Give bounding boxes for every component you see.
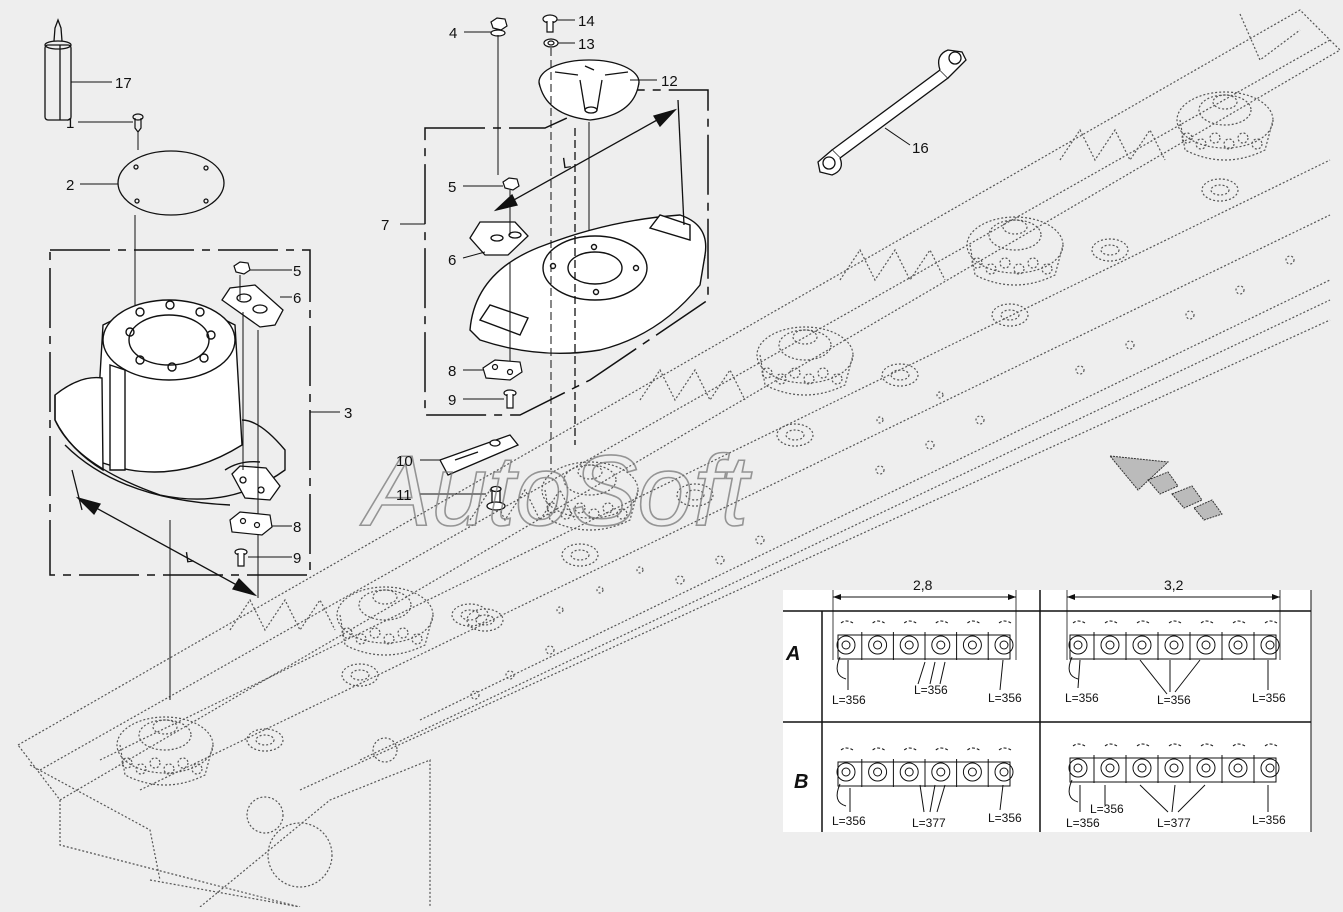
group-bracket-3 <box>49 249 311 576</box>
len-a32-mid: L=356 <box>1157 693 1191 707</box>
guard-6-mid <box>469 221 529 256</box>
callout-9-left: 9 <box>293 550 301 567</box>
callout-4: 4 <box>449 25 457 42</box>
dim-mark-right: L <box>561 154 572 172</box>
cutter-bar-assembly <box>17 9 1341 908</box>
width-3-2: 3,2 <box>1164 577 1184 593</box>
bolt-9-mid <box>503 389 517 409</box>
len-b32-left2: L=356 <box>1090 802 1124 816</box>
disc-layout <box>1068 620 1280 680</box>
callout-11: 11 <box>396 487 412 504</box>
callout-labels: 17 1 2 3 5 6 8 9 4 14 13 12 7 5 6 8 9 10… <box>66 13 929 567</box>
len-b28-right: L=356 <box>988 811 1022 825</box>
disc-housing <box>54 299 286 506</box>
hub-ring <box>881 363 919 387</box>
guard-6-left <box>221 284 284 501</box>
hub-cap-12 <box>538 59 640 121</box>
travel-direction-arrow <box>1108 455 1223 521</box>
hub-ring <box>451 603 489 627</box>
hub-ring <box>776 423 814 447</box>
hub-ring <box>341 663 379 687</box>
disc-hubs <box>116 91 1274 786</box>
callout-12: 12 <box>661 73 678 90</box>
len-a32-right: L=356 <box>1252 691 1286 705</box>
callout-8-left: 8 <box>293 519 301 536</box>
callout-6-left: 6 <box>293 290 301 307</box>
hub-ring <box>1091 238 1129 262</box>
len-b32-right: L=356 <box>1252 813 1286 827</box>
callout-3: 3 <box>344 405 352 422</box>
callout-2: 2 <box>66 177 74 194</box>
nut-5-left <box>233 261 251 275</box>
hub-ring <box>246 728 284 752</box>
wrench-16 <box>817 49 967 176</box>
callout-17: 17 <box>115 75 132 92</box>
len-b28-left: L=356 <box>832 814 866 828</box>
len-a28-mid: L=356 <box>914 683 948 697</box>
watermark: AutoSoft <box>360 435 753 547</box>
hub-ring <box>561 543 599 567</box>
hub <box>756 326 854 396</box>
callout-6-mid: 6 <box>448 252 456 269</box>
grease-tube-17 <box>44 18 72 121</box>
bolt-11 <box>486 485 506 511</box>
disc-layout <box>836 747 1014 807</box>
config-table: 2,8 3,2 A B L=356 L=356 L=356 L=356 L=35… <box>783 577 1312 832</box>
hub <box>336 586 434 656</box>
callout-9-mid: 9 <box>448 392 456 409</box>
washer-13 <box>543 38 559 48</box>
callout-8-mid: 8 <box>448 363 456 380</box>
row-label-b: B <box>794 771 808 793</box>
nut-5-mid <box>502 177 520 191</box>
long-bolt-4 <box>490 17 508 37</box>
len-a32-left: L=356 <box>1065 691 1099 705</box>
callout-14: 14 <box>578 13 595 30</box>
cutter-disc <box>469 214 707 355</box>
len-b32-left: L=356 <box>1066 816 1100 830</box>
knife-blade-10 <box>439 434 520 476</box>
bolt-14 <box>542 14 558 33</box>
hub <box>116 716 214 786</box>
row-label-a: A <box>785 643 800 665</box>
plate-8-mid <box>482 359 523 381</box>
callout-16: 16 <box>912 140 929 157</box>
disc-layout <box>836 620 1014 680</box>
group-bracket-7 <box>424 89 709 416</box>
screw-1 <box>132 113 144 133</box>
hub <box>966 216 1064 286</box>
hub-ring <box>676 483 714 507</box>
hub-ring <box>1201 178 1239 202</box>
bolt-9-left <box>234 548 248 567</box>
dim-mark-left: L <box>184 549 195 567</box>
disc-layout <box>1068 743 1280 803</box>
callout-5-left: 5 <box>293 263 301 280</box>
callout-7: 7 <box>381 217 389 234</box>
len-a28-left: L=356 <box>832 693 866 707</box>
hub <box>541 461 639 531</box>
len-b32-mid: L=377 <box>1157 816 1191 830</box>
callout-5-mid: 5 <box>448 179 456 196</box>
width-2-8: 2,8 <box>913 577 933 593</box>
len-a28-right: L=356 <box>988 691 1022 705</box>
hub <box>1176 91 1274 161</box>
hub-ring <box>991 303 1029 327</box>
dimension-arrow-left <box>71 469 258 597</box>
len-b28-mid: L=377 <box>912 816 946 830</box>
callout-13: 13 <box>578 36 595 53</box>
plate-8-left <box>229 511 273 536</box>
cover-plate-2 <box>117 150 225 216</box>
callout-10: 10 <box>396 453 413 470</box>
callout-1: 1 <box>66 115 74 132</box>
dimension-arrow-right <box>493 99 685 445</box>
